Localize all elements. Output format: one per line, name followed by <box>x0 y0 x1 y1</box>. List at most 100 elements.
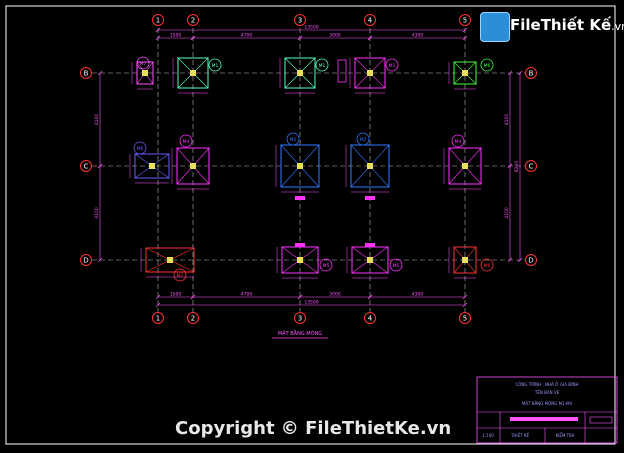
dim-right-overall-text: 8200 <box>514 161 520 173</box>
dim-top-seg-3-tick <box>297 35 303 41</box>
title-block-project: CÔNG TRÌNH : NHÀ Ở GIA ĐÌNH <box>515 382 578 387</box>
dim-bottom-seg-4-tick <box>367 294 373 300</box>
footing-tag-M5: M5 <box>393 263 400 269</box>
footing-m2-slot <box>365 196 375 200</box>
axis-label-2: 2 <box>191 17 195 25</box>
footing-m2-slot <box>295 196 305 200</box>
axis-bubble-C <box>80 160 92 172</box>
footing-tag-bubble <box>136 56 150 70</box>
footing-tag-M2: M2 <box>360 137 367 143</box>
axis-label-B: B <box>84 70 89 78</box>
filethietke-logo[interactable]: FileThiết Kế.vn <box>480 12 624 42</box>
footing-tag-bubble <box>208 58 222 72</box>
axis-label-4: 4 <box>368 315 373 323</box>
footing-tag-bubble <box>480 58 494 72</box>
footing-M1 <box>177 57 209 89</box>
column-stub <box>297 163 303 169</box>
axis-bubble-5 <box>459 312 471 324</box>
column-stub <box>462 257 468 263</box>
axis-label-4: 4 <box>368 17 373 25</box>
footing-m5-slot <box>365 243 375 247</box>
dim-left-1-tick <box>97 70 103 76</box>
axis-bubble-D <box>80 254 92 266</box>
footing-M6 <box>453 246 477 274</box>
logo-brand: FileThiết Kế <box>510 16 612 34</box>
title-block-stamp <box>510 417 578 421</box>
axis-label-5: 5 <box>463 17 467 25</box>
dim-top-overall-text: 13500 <box>304 25 318 31</box>
dim-bottom-seg-2-text: 4700 <box>241 292 253 298</box>
column-stub <box>462 163 468 169</box>
title-block: CÔNG TRÌNH : NHÀ Ở GIA ĐÌNH TÊN BẢN VẼ M… <box>476 376 618 444</box>
footing-tag-M4: M4 <box>183 139 190 145</box>
dim-right-2-tick <box>507 257 513 263</box>
dim-left-1-text: 4100 <box>94 114 100 126</box>
dim-top-seg-1-tick <box>155 35 161 41</box>
dim-top-seg-1-text: 1500 <box>170 33 182 39</box>
column-stub <box>367 70 373 76</box>
axis-bubble-3 <box>294 312 306 324</box>
axis-bubble-B <box>525 67 537 79</box>
column-stub <box>190 70 196 76</box>
dim-right-2-tick <box>507 163 513 169</box>
axis-label-C: C <box>529 163 534 171</box>
axis-bubble-C <box>525 160 537 172</box>
dim-left-2-tick <box>97 257 103 263</box>
axis-label-1: 1 <box>156 315 160 323</box>
dim-right-overall-tick <box>517 70 523 76</box>
dim-bottom-seg-4-tick <box>462 294 468 300</box>
logo-badge-icon <box>480 12 510 42</box>
axis-label-5: 5 <box>463 315 467 323</box>
footing-m1-bar <box>337 59 347 83</box>
footing-tag-M1: M1 <box>212 63 219 69</box>
dim-bottom-seg-1-text: 1500 <box>170 292 182 298</box>
footing-tag-bubble <box>173 268 187 282</box>
footing-tag-M5: M5 <box>323 263 330 269</box>
footing-tag-bubble <box>133 141 147 155</box>
dim-left-2-text: 4100 <box>94 207 100 219</box>
title-block-drawing-title: MẶT BẰNG MÓNG M1-M4 <box>522 401 573 406</box>
column-stub <box>149 163 155 169</box>
column-stub <box>297 257 303 263</box>
footing-M4 <box>176 147 210 185</box>
footing-tag-M6: M6 <box>484 263 491 269</box>
axis-label-3: 3 <box>298 315 302 323</box>
footing-M2 <box>350 144 390 188</box>
title-block-footer-right: KIỂM TRA <box>556 433 575 438</box>
axis-bubble-5 <box>459 14 471 26</box>
axis-bubble-1 <box>152 14 164 26</box>
axis-bubble-D <box>525 254 537 266</box>
logo-domain: .vn <box>611 20 624 33</box>
footing-tag-M2: M2 <box>290 137 297 143</box>
copyright-watermark: Copyright © FileThietKe.vn <box>175 418 452 439</box>
sheet-border <box>5 5 616 445</box>
footing-tag-bubble <box>286 132 300 146</box>
footing-M1 <box>284 57 316 89</box>
footing-M6 <box>453 61 477 85</box>
dim-top-seg-4-tick <box>462 35 468 41</box>
axis-bubble-3 <box>294 14 306 26</box>
dim-top-overall-tick <box>155 27 161 33</box>
dim-right-2-text: 4100 <box>504 207 510 219</box>
footing-tag-bubble <box>480 258 494 272</box>
column-stub <box>367 163 373 169</box>
dim-bottom-overall-text: 13500 <box>304 300 318 306</box>
axis-label-3: 3 <box>298 17 302 25</box>
footing-tag-bubble <box>315 58 329 72</box>
axis-label-C: C <box>84 163 89 171</box>
footing-tag-bubble <box>356 132 370 146</box>
axis-label-2: 2 <box>191 315 195 323</box>
title-block-scale: 1:100 <box>482 433 494 438</box>
footing-tag-bubble <box>319 258 333 272</box>
footing-tag-bubble <box>179 134 193 148</box>
dim-bottom-seg-1-tick <box>155 294 161 300</box>
footing-tag-bubble <box>389 258 403 272</box>
column-stub <box>142 70 148 76</box>
column-stub <box>462 70 468 76</box>
footing-tag-M4: M4 <box>455 139 462 145</box>
footing-tag-M7: M7 <box>177 273 184 279</box>
footing-M7 <box>136 61 154 85</box>
